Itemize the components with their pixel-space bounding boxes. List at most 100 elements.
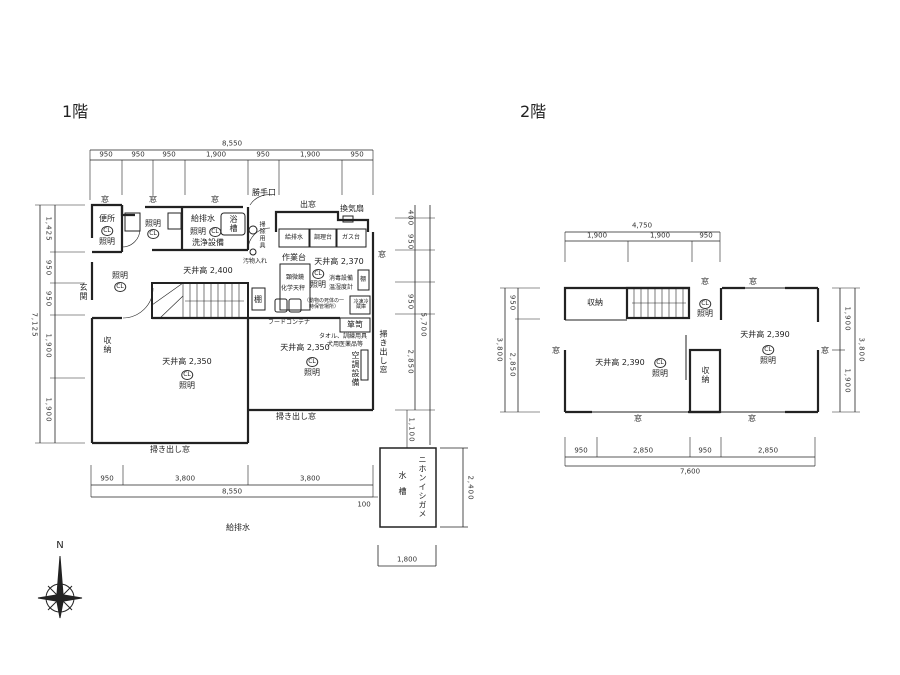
f1-light-label: 照明 — [190, 227, 206, 236]
f1-cooking-table-label: 調理台 — [313, 234, 333, 241]
f2-storage-label: 収納 — [587, 298, 603, 307]
f2-light-label: 照明 — [697, 309, 713, 318]
f1-food-container-label: フードコンテナ — [267, 319, 311, 326]
f2-ceiling-height: 天井高 2,390 — [740, 330, 790, 339]
f1-dim-right-seg: 950 — [406, 293, 415, 311]
f1-dim-right-total: 5,700 — [419, 312, 428, 338]
f1-dim-bottom-seg: 950 — [100, 474, 114, 483]
f1-ceiling-height: 天井高 2,370 — [314, 257, 364, 266]
f2-dim-bottom-seg: 2,850 — [632, 446, 654, 455]
ceiling-light-icon: CL — [312, 269, 324, 279]
f1-light-label: 照明 — [310, 280, 326, 289]
f1-dim-tank-height: 2,400 — [466, 475, 475, 501]
f1-dim-top-seg: 950 — [131, 150, 145, 159]
f1-dimension-lines — [35, 149, 468, 567]
f2-dim-top-seg: 950 — [699, 231, 713, 240]
compass-rose-icon — [37, 555, 83, 619]
ceiling-light-icon: CL — [654, 358, 666, 368]
f1-dirt-container-label: 汚物入れ — [242, 258, 268, 265]
f2-dim-top-seg: 1,900 — [586, 231, 608, 240]
f1-carcass-storage-label: （動物の死体の一時保管場所） — [304, 298, 345, 310]
f1-window: 窓 — [378, 250, 386, 259]
f1-fixtures — [124, 212, 437, 528]
f1-bay-window-label: 出窓 — [300, 200, 316, 209]
f1-light-label: 照明 — [179, 381, 195, 390]
f2-thin-walls — [565, 287, 785, 413]
f1-dim-bottom-seg: 3,800 — [174, 474, 196, 483]
f1-dim-bottom-total: 8,550 — [221, 487, 243, 496]
f1-dim-top-seg: 1,900 — [205, 150, 227, 159]
f1-dim-right-seg: 2,850 — [406, 349, 415, 375]
f1-dim-offset: 100 — [357, 500, 371, 509]
f1-dim-top-total: 8,550 — [221, 139, 243, 148]
f1-shelf-label: 棚 — [359, 276, 367, 283]
f1-dim-top-seg: 950 — [350, 150, 364, 159]
floor1-title: 1階 — [62, 102, 89, 121]
f1-window: 窓 — [211, 195, 219, 204]
floor2-title: 2階 — [520, 102, 547, 121]
f1-storage-label: 収納 — [103, 336, 112, 354]
f1-fan-label: 換気扇 — [340, 204, 364, 213]
f1-shelf-label: 棚 — [254, 295, 262, 304]
f2-window: 窓 — [821, 346, 829, 355]
f1-freezer-label: 冷凍冷蔵庫 — [353, 299, 369, 310]
f1-towel-label: タオル、訓練用具 — [318, 333, 368, 340]
f1-balance-label: 化学天秤 — [280, 285, 306, 292]
f2-walls — [563, 286, 820, 414]
f1-light-label: 照明 — [112, 271, 128, 280]
f2-dim-left-total: 3,800 — [495, 337, 504, 363]
drain-label: 給排水 — [226, 523, 250, 532]
f1-wash-label: 洗浄設備 — [192, 238, 224, 247]
ceiling-light-icon: CL — [101, 226, 113, 236]
f1-stairs — [151, 282, 249, 319]
f1-dim-left-seg: 950 — [44, 259, 53, 277]
f2-dim-bottom-total: 7,600 — [679, 467, 701, 476]
f1-dim-top-seg: 950 — [99, 150, 113, 159]
f1-cabinet-label: 箪笥 — [347, 320, 363, 329]
f2-ceiling-height: 天井高 2,390 — [595, 358, 645, 367]
f1-window: 窓 — [149, 195, 157, 204]
f1-sweep-window-bottom: 掃き出し窓 — [276, 412, 316, 421]
water-tank-label: 水槽 — [398, 471, 407, 503]
f1-dim-left-seg: 1,900 — [44, 397, 53, 423]
f1-dim-left-seg: 1,900 — [44, 333, 53, 359]
f2-window: 窓 — [701, 277, 709, 286]
f1-dim-left-seg: 1,425 — [44, 216, 53, 242]
f1-water-label: 給排水 — [191, 214, 215, 223]
f2-light-label: 照明 — [652, 369, 668, 378]
f1-sweep-window-bottom: 掃き出し窓 — [150, 445, 190, 454]
f2-dim-bottom-seg: 950 — [574, 446, 588, 455]
f1-toilet-label: 便所 — [99, 214, 115, 223]
f1-ceiling-height: 天井高 2,350 — [162, 357, 212, 366]
f1-light-label: 照明 — [99, 237, 115, 246]
f2-window: 窓 — [749, 277, 757, 286]
f2-window: 窓 — [634, 414, 642, 423]
f2-dim-top-total: 4,750 — [631, 221, 653, 230]
f1-workbench-label: 作業台 — [282, 253, 306, 262]
f1-ceiling-height: 天井高 2,400 — [183, 266, 233, 275]
f2-dim-top-seg: 1,900 — [649, 231, 671, 240]
f1-light-label: 照明 — [304, 368, 320, 377]
f1-dim-top-seg: 950 — [256, 150, 270, 159]
ceiling-light-icon: CL — [762, 345, 774, 355]
f2-storage-label: 収納 — [701, 366, 710, 384]
f2-dim-bottom-seg: 2,850 — [757, 446, 779, 455]
f1-dim-tank-width: 1,800 — [396, 555, 418, 564]
ceiling-light-icon: CL — [306, 357, 318, 367]
f1-sink-label: 給排水 — [284, 234, 304, 241]
f2-dim-bottom-seg: 950 — [698, 446, 712, 455]
f1-dim-right-seg: 950 — [406, 233, 415, 251]
ceiling-light-icon: CL — [209, 227, 221, 237]
f1-dim-bottom-seg: 3,800 — [299, 474, 321, 483]
f1-thermo-label: 温湿度計 — [328, 284, 354, 291]
f1-walls — [90, 203, 375, 445]
f2-dim-right-seg: 1,900 — [843, 306, 852, 332]
f2-dimension-lines — [500, 231, 860, 467]
compass-north-label: N — [56, 540, 64, 551]
f1-medicine-label: 犬用医薬品等 — [326, 341, 364, 348]
f2-dim-left-seg: 2,850 — [508, 352, 517, 378]
ceiling-light-icon: CL — [699, 299, 711, 309]
f2-light-label: 照明 — [760, 356, 776, 365]
